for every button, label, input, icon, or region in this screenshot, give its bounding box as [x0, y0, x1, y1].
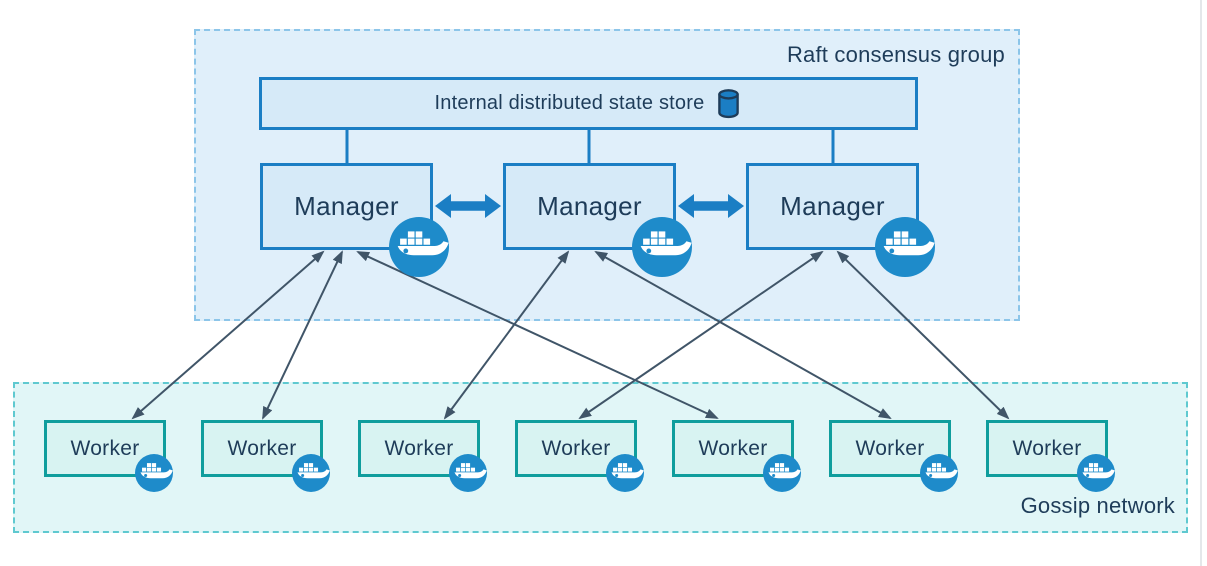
worker-node-3: Worker: [358, 420, 480, 477]
worker-node-1: Worker: [44, 420, 166, 477]
manager-label: Manager: [294, 191, 399, 221]
docker-whale-icon: [920, 454, 958, 492]
docker-whale-icon: [449, 454, 487, 492]
worker-node-2: Worker: [201, 420, 323, 477]
worker-label: Worker: [227, 436, 297, 460]
manager-node-3: Manager: [746, 163, 919, 250]
docker-whale-icon: [875, 217, 935, 277]
worker-label: Worker: [384, 436, 454, 460]
worker-node-4: Worker: [515, 420, 637, 477]
manager-label: Manager: [780, 191, 885, 221]
worker-label: Worker: [1012, 436, 1082, 460]
docker-whale-icon: [135, 454, 173, 492]
gossip-group-label: Gossip network: [1020, 493, 1175, 518]
docker-whale-icon: [1077, 454, 1115, 492]
raft-group-label: Raft consensus group: [786, 42, 1005, 67]
worker-label: Worker: [698, 436, 768, 460]
manager-node-2: Manager: [503, 163, 676, 250]
manager-label: Manager: [537, 191, 642, 221]
docker-whale-icon: [389, 217, 449, 277]
worker-node-7: Worker: [986, 420, 1108, 477]
worker-label: Worker: [70, 436, 140, 460]
worker-node-5: Worker: [672, 420, 794, 477]
docker-whale-icon: [292, 454, 330, 492]
state-store-box: Internal distributed state store: [259, 77, 918, 130]
page-edge-line: [1200, 0, 1202, 566]
docker-whale-icon: [763, 454, 801, 492]
database-icon: [715, 88, 742, 119]
docker-whale-icon: [606, 454, 644, 492]
manager-node-1: Manager: [260, 163, 433, 250]
state-store-label: Internal distributed state store: [434, 92, 705, 114]
docker-whale-icon: [632, 217, 692, 277]
worker-label: Worker: [855, 436, 925, 460]
worker-label: Worker: [541, 436, 611, 460]
worker-node-6: Worker: [829, 420, 951, 477]
